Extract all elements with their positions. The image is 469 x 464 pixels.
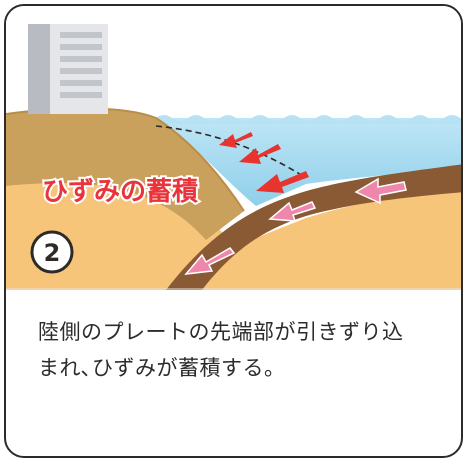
caption: 陸側のプレートの先端部が引きずり込 まれ､ひずみが蓄積する。	[38, 314, 448, 386]
strain-label: ひずみの蓄積	[42, 177, 198, 207]
red-arrow-1	[219, 132, 253, 148]
red-arrow-2	[239, 144, 281, 164]
sea-waves	[156, 115, 461, 124]
pink-arrow-2	[268, 201, 317, 222]
original-surface-line	[155, 125, 307, 179]
caption-line-1: 陸側のプレートの先端部が引きずり込	[38, 320, 404, 344]
pink-arrow-1	[354, 177, 407, 205]
red-arrow-3	[256, 171, 309, 193]
step-number: 2	[44, 239, 61, 267]
plate-motion-arrows	[184, 177, 407, 275]
step-number-badge: 2	[30, 230, 74, 274]
subduction-illustration: ひずみの蓄積 2	[6, 6, 461, 290]
building-icon	[28, 24, 108, 114]
pink-arrow-3	[184, 247, 236, 275]
oceanic-plate	[166, 164, 461, 290]
drag-arrows	[219, 132, 309, 193]
caption-line-2: まれ､ひずみが蓄積する。	[38, 356, 286, 380]
sand-base	[6, 178, 461, 290]
diagram-card: ひずみの蓄積 2 陸側のプレートの先端部が引きずり込 まれ､ひずみが蓄積する。	[4, 4, 463, 458]
